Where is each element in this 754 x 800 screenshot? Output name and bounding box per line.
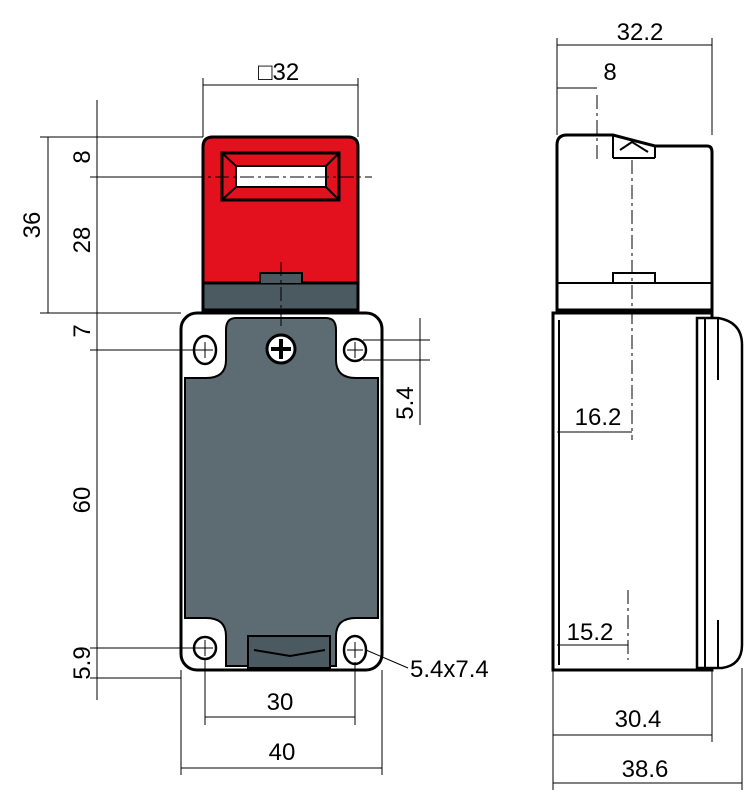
- mounting-hole-icon: [192, 334, 368, 666]
- dim-15-2: 15.2: [567, 619, 614, 646]
- side-view: [551, 95, 744, 672]
- dim-32-2: 32.2: [617, 19, 664, 46]
- dim-8: 8: [69, 150, 96, 163]
- dim-7: 7: [69, 324, 96, 337]
- dim-36: 36: [19, 212, 46, 239]
- dim-30: 30: [267, 689, 294, 716]
- body-cover: [184, 317, 379, 667]
- dim-5-9: 5.9: [69, 646, 96, 679]
- dim-38-6: 38.6: [622, 756, 669, 783]
- front-dimensions: □32 36 8 28 7 60 5.9 5.4 5.4x7.4 30 40: [19, 59, 489, 775]
- dim-slot-hole: 5.4x7.4: [410, 656, 489, 683]
- side-dimensions: 32.2 8 16.2 15.2 30.4 38.6: [552, 19, 743, 790]
- dim-head-width: □32: [258, 59, 299, 86]
- dim-28: 28: [69, 227, 96, 254]
- front-view: [179, 135, 384, 672]
- dim-side-8: 8: [603, 59, 616, 86]
- dim-5-4: 5.4: [392, 386, 419, 419]
- screw-icon: [265, 333, 297, 365]
- dim-40: 40: [269, 739, 296, 766]
- dim-60: 60: [69, 487, 96, 514]
- dim-30-4: 30.4: [615, 706, 662, 733]
- actuator-lever: [695, 316, 744, 670]
- dim-16-2: 16.2: [575, 404, 622, 431]
